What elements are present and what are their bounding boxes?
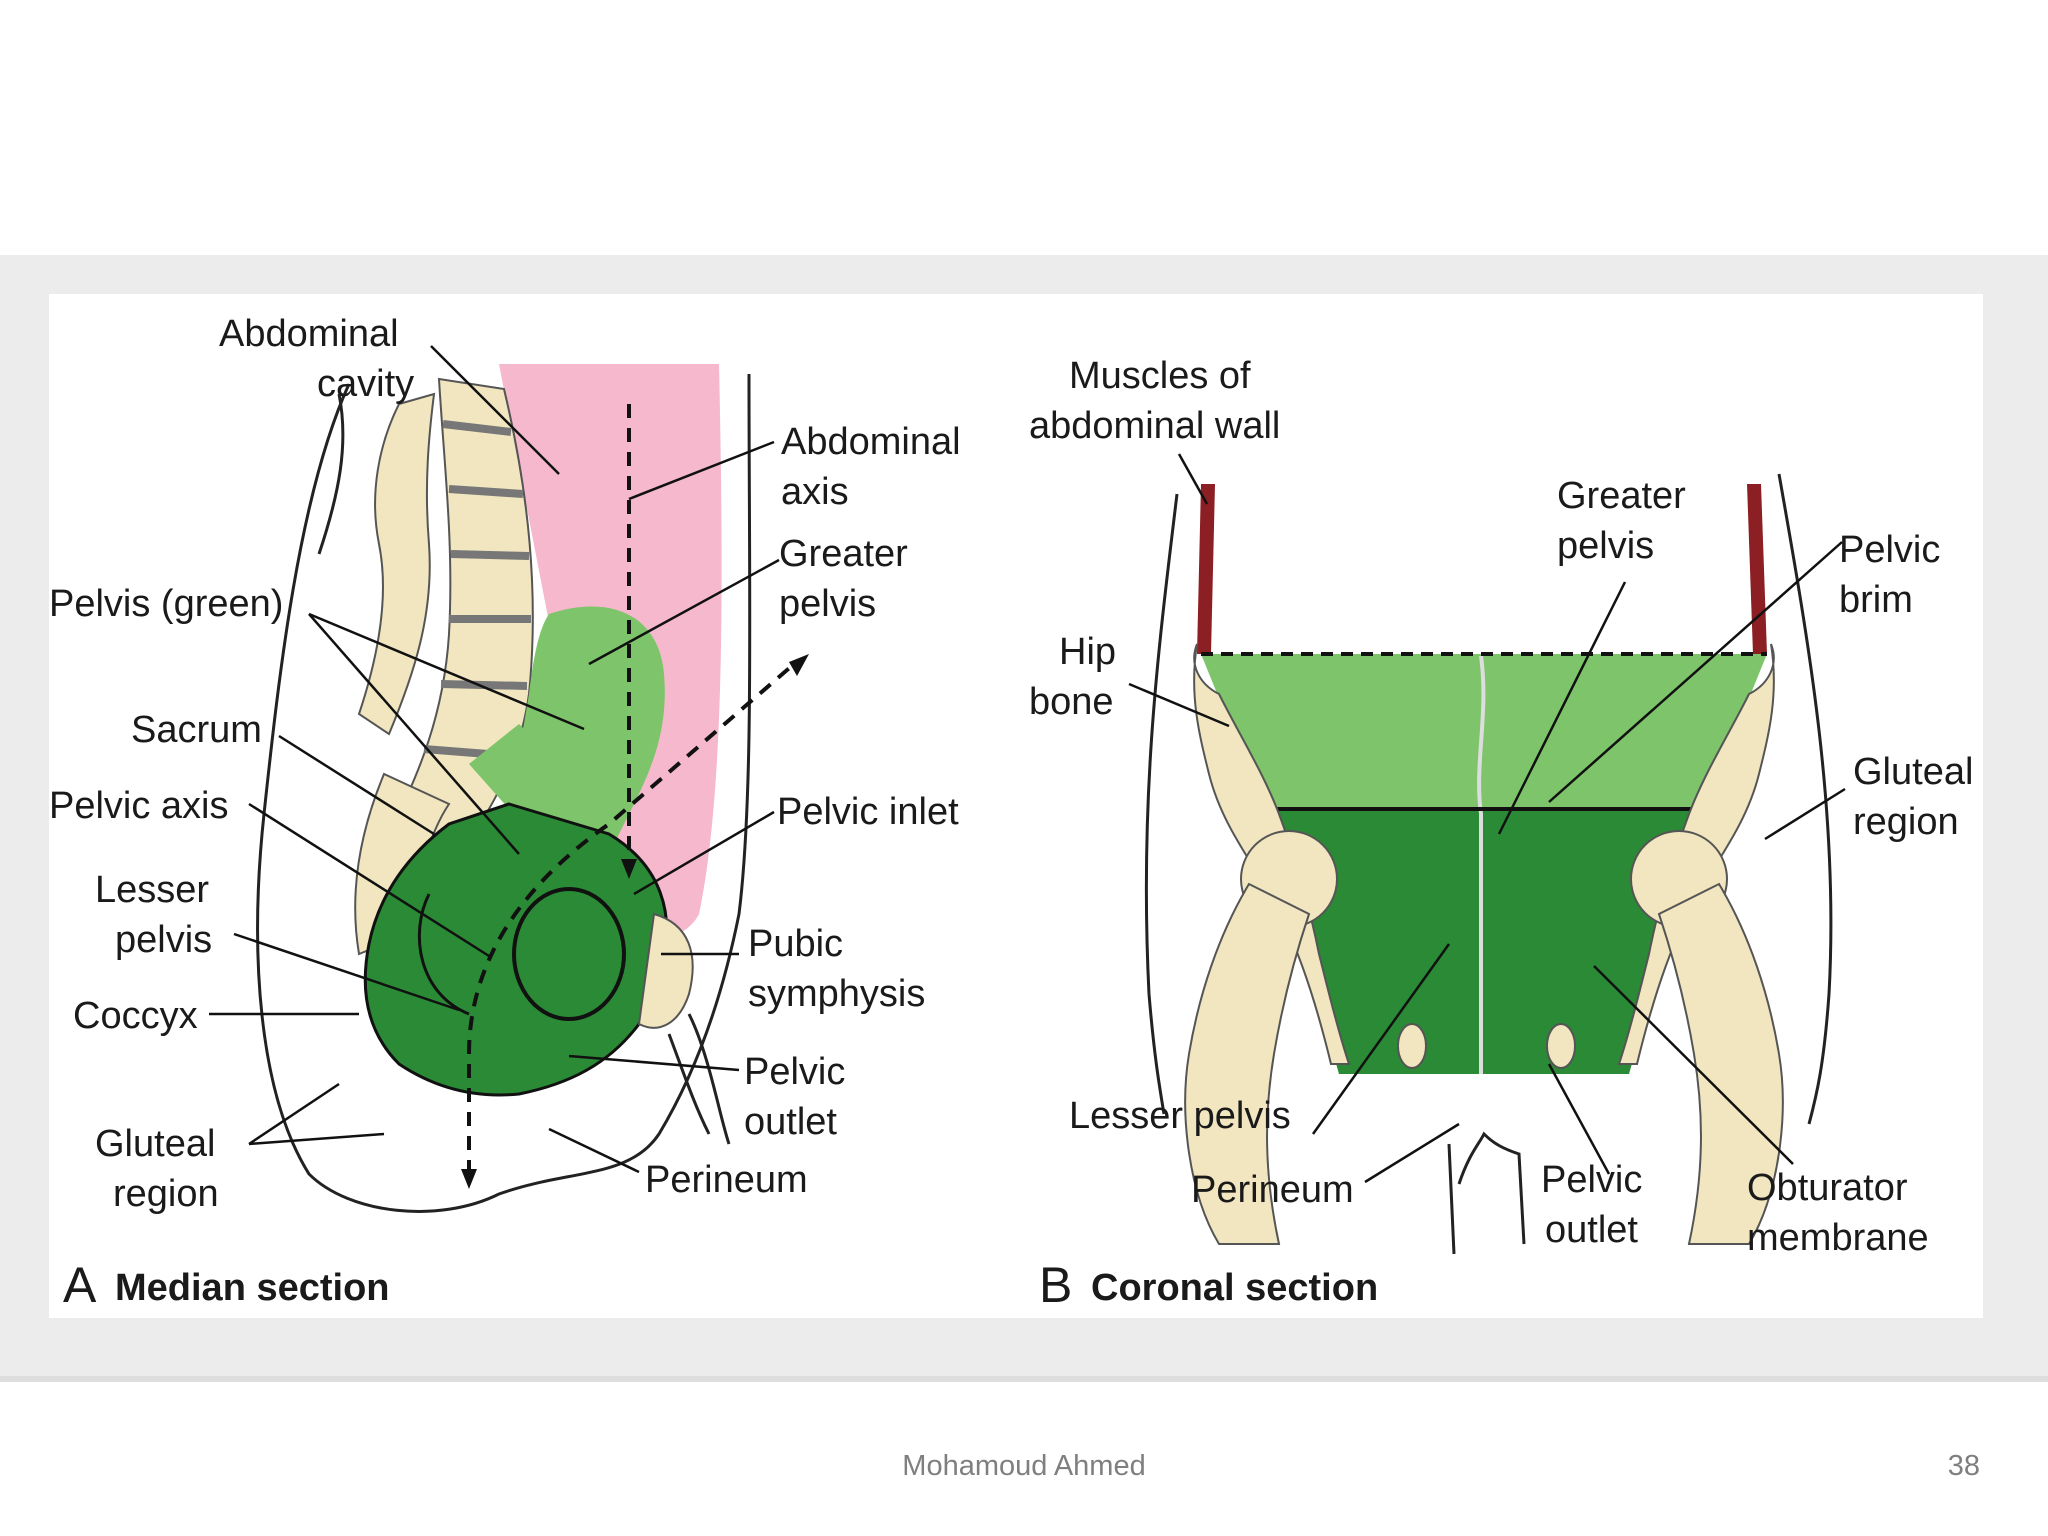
label-perineum-b: Perineum bbox=[1191, 1169, 1354, 1211]
label-hip-bone-1: Hip bbox=[1059, 631, 1116, 673]
panel-b-leader-lines bbox=[1128, 453, 1846, 1184]
label-gluteal-region-b-1: Gluteal bbox=[1853, 751, 1973, 793]
body-outline-left bbox=[1144, 493, 1179, 1115]
label-abdominal-cavity-2: cavity bbox=[317, 363, 414, 405]
panel-a-letter: A bbox=[63, 1257, 97, 1313]
thigh-outline bbox=[687, 1013, 731, 1145]
back-outline bbox=[317, 393, 345, 555]
label-pelvic-outlet-b-1: Pelvic bbox=[1541, 1159, 1642, 1201]
label-pelvis-green: Pelvis (green) bbox=[49, 583, 283, 625]
femur-right bbox=[1657, 882, 1784, 1245]
pelvic-axis-line bbox=[467, 662, 796, 1174]
label-pelvic-brim-2: brim bbox=[1839, 579, 1913, 621]
thigh-outline-2 bbox=[667, 1033, 711, 1135]
label-obturator-2: membrane bbox=[1747, 1217, 1929, 1259]
label-greater-pelvis-a-2: pelvis bbox=[779, 583, 876, 625]
label-pubic-symphysis-1: Pubic bbox=[748, 923, 843, 965]
obturator-foramen-a bbox=[512, 887, 626, 1021]
muscle-right bbox=[1747, 484, 1767, 654]
label-hip-bone-2: bone bbox=[1029, 681, 1114, 723]
panel-a-leader-lines bbox=[209, 345, 780, 1174]
ischium-left bbox=[1397, 1023, 1427, 1069]
label-perineum-a: Perineum bbox=[645, 1159, 808, 1201]
label-muscles-1: Muscles of bbox=[1069, 355, 1251, 397]
label-gluteal-region-a-2: region bbox=[113, 1173, 219, 1215]
abdominal-axis-arrowhead bbox=[621, 859, 637, 879]
label-gluteal-region-a-1: Gluteal bbox=[95, 1123, 215, 1165]
pelvic-axis-arrow-up bbox=[789, 654, 809, 676]
label-muscles-2: abdominal wall bbox=[1029, 405, 1280, 447]
figure-band-divider bbox=[0, 1376, 2048, 1382]
panel-b-letter: B bbox=[1039, 1257, 1072, 1313]
femur-left bbox=[1184, 882, 1311, 1245]
lesser-pelvis-inner bbox=[417, 893, 470, 1016]
label-pubic-symphysis-2: symphysis bbox=[748, 973, 925, 1015]
label-lesser-pelvis-b: Lesser pelvis bbox=[1069, 1095, 1291, 1137]
ischium-right bbox=[1546, 1023, 1576, 1069]
label-gluteal-region-b-2: region bbox=[1853, 801, 1959, 843]
muscle-left bbox=[1197, 484, 1215, 654]
label-pelvic-outlet-a-1: Pelvic bbox=[744, 1051, 845, 1093]
greater-pelvis-b bbox=[1201, 654, 1767, 809]
body-outline bbox=[256, 373, 752, 1213]
footer-page-number: 38 bbox=[1947, 1450, 1980, 1482]
label-pelvic-inlet: Pelvic inlet bbox=[777, 791, 959, 833]
label-pelvic-axis: Pelvic axis bbox=[49, 785, 229, 827]
label-coccyx: Coccyx bbox=[73, 995, 198, 1037]
label-abdominal-axis-2: axis bbox=[781, 471, 849, 513]
label-abdominal-cavity-1: Abdominal bbox=[219, 313, 399, 355]
label-lesser-pelvis-a-2: pelvis bbox=[115, 919, 212, 961]
label-pelvic-outlet-a-2: outlet bbox=[744, 1101, 837, 1143]
label-pelvic-brim-1: Pelvic bbox=[1839, 529, 1940, 571]
panel-a-median-section: Abdominal cavity Abdominal axis Greater … bbox=[49, 313, 961, 1313]
label-lesser-pelvis-a-1: Lesser bbox=[95, 869, 209, 911]
label-greater-pelvis-b-2: pelvis bbox=[1557, 525, 1654, 567]
footer-author: Mohamoud Ahmed bbox=[902, 1450, 1146, 1482]
pubic-bone bbox=[637, 912, 694, 1029]
pelvis-figure: Abdominal cavity Abdominal axis Greater … bbox=[49, 294, 1983, 1318]
label-greater-pelvis-a-1: Greater bbox=[779, 533, 908, 575]
perineum-outline-2 bbox=[1447, 1143, 1456, 1255]
panel-a-caption: Median section bbox=[115, 1267, 390, 1309]
greater-pelvis-lower bbox=[469, 724, 609, 854]
label-abdominal-axis-1: Abdominal bbox=[781, 421, 961, 463]
label-sacrum: Sacrum bbox=[131, 709, 262, 751]
label-pelvic-outlet-b-2: outlet bbox=[1545, 1209, 1638, 1251]
perineum-outline bbox=[1457, 1131, 1526, 1245]
lesser-pelvis-b bbox=[1264, 809, 1704, 1074]
label-greater-pelvis-b-1: Greater bbox=[1557, 475, 1686, 517]
label-obturator-1: Obturator bbox=[1747, 1167, 1908, 1209]
body-outline-right bbox=[1777, 473, 1833, 1125]
panel-b-coronal-section: Muscles of abdominal wall Greater pelvis… bbox=[1029, 355, 1973, 1313]
pelvic-axis-arrow-down bbox=[461, 1169, 477, 1189]
panel-b-caption: Coronal section bbox=[1091, 1267, 1378, 1309]
midline bbox=[1477, 655, 1486, 1074]
